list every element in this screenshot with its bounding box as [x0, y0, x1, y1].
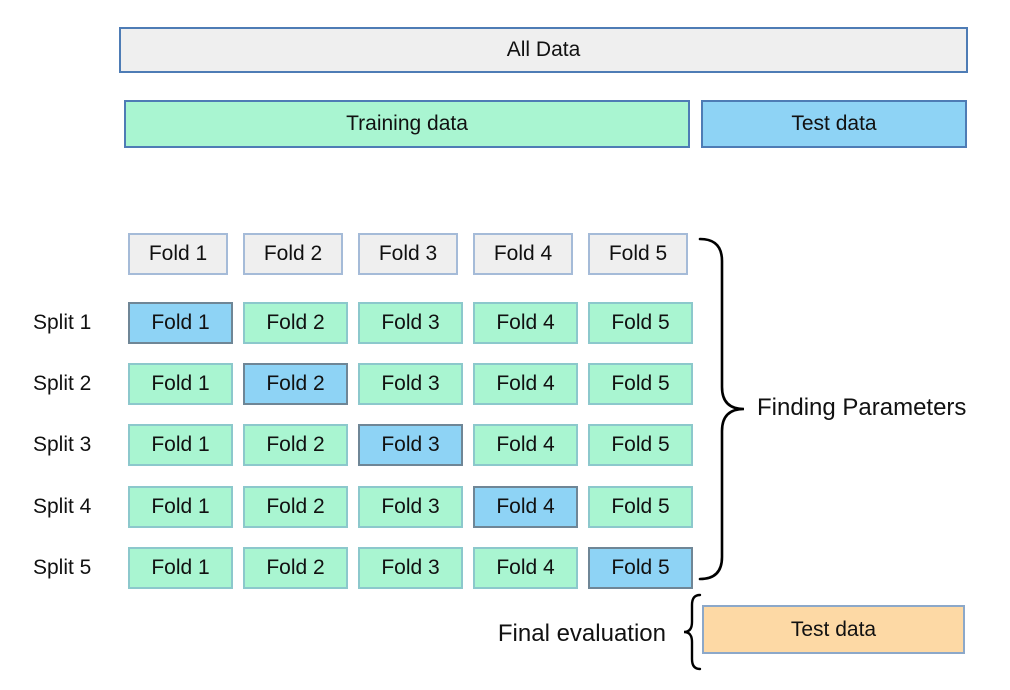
split-1-fold-1-cell: Fold 1: [128, 302, 233, 344]
split-3-row: Fold 1 Fold 2 Fold 3 Fold 4 Fold 5: [128, 424, 693, 466]
fold-header-5: Fold 5: [588, 233, 688, 275]
split-3-fold-4-cell: Fold 4: [473, 424, 578, 466]
fold-header-4: Fold 4: [473, 233, 573, 275]
split-2-row: Fold 1 Fold 2 Fold 3 Fold 4 Fold 5: [128, 363, 693, 405]
split-3-fold-3-cell: Fold 3: [358, 424, 463, 466]
split-4-fold-3-cell: Fold 3: [358, 486, 463, 528]
split-5-fold-3-cell: Fold 3: [358, 547, 463, 589]
final-test-data-label: Test data: [790, 617, 877, 641]
split-5-label: Split 5: [33, 556, 92, 579]
split-4-fold-2-cell: Fold 2: [243, 486, 348, 528]
split-1-fold-4-cell: Fold 4: [473, 302, 578, 344]
finding-parameters-brace: [698, 237, 745, 581]
split-4-fold-4-cell: Fold 4: [473, 486, 578, 528]
test-data-bar: Test data: [701, 100, 967, 148]
split-4-fold-1-cell: Fold 1: [128, 486, 233, 528]
split-2-label: Split 2: [33, 372, 92, 395]
split-3-fold-1-cell: Fold 1: [128, 424, 233, 466]
split-3-label: Split 3: [33, 433, 92, 456]
split-5-fold-2-cell: Fold 2: [243, 547, 348, 589]
all-data-bar: All Data: [119, 27, 968, 73]
split-1-fold-2-cell: Fold 2: [243, 302, 348, 344]
test-data-label: Test data: [791, 112, 877, 135]
split-2-fold-2-cell: Fold 2: [243, 363, 348, 405]
split-4-label: Split 4: [33, 495, 92, 518]
final-evaluation-label: Final evaluation: [497, 620, 666, 647]
finding-parameters-label: Finding Parameters: [757, 394, 967, 421]
split-2-fold-5-cell: Fold 5: [588, 363, 693, 405]
split-4-fold-5-cell: Fold 5: [588, 486, 693, 528]
fold-header-row: Fold 1 Fold 2 Fold 3 Fold 4 Fold 5: [128, 233, 688, 275]
split-3-fold-2-cell: Fold 2: [243, 424, 348, 466]
split-1-label: Split 1: [33, 311, 92, 334]
split-5-row: Fold 1 Fold 2 Fold 3 Fold 4 Fold 5: [128, 547, 693, 589]
fold-header-1: Fold 1: [128, 233, 228, 275]
fold-header-3: Fold 3: [358, 233, 458, 275]
final-evaluation-brace: [683, 593, 702, 671]
fold-header-2: Fold 2: [243, 233, 343, 275]
training-data-label: Training data: [346, 112, 468, 135]
split-4-row: Fold 1 Fold 2 Fold 3 Fold 4 Fold 5: [128, 486, 693, 528]
split-5-fold-1-cell: Fold 1: [128, 547, 233, 589]
split-1-fold-5-cell: Fold 5: [588, 302, 693, 344]
final-test-data-bar: Test data: [702, 605, 965, 654]
split-2-fold-4-cell: Fold 4: [473, 363, 578, 405]
split-2-fold-3-cell: Fold 3: [358, 363, 463, 405]
all-data-label: All Data: [506, 38, 581, 61]
split-3-fold-5-cell: Fold 5: [588, 424, 693, 466]
split-5-fold-4-cell: Fold 4: [473, 547, 578, 589]
split-1-row: Fold 1 Fold 2 Fold 3 Fold 4 Fold 5: [128, 302, 693, 344]
split-2-fold-1-cell: Fold 1: [128, 363, 233, 405]
training-data-bar: Training data: [124, 100, 690, 148]
split-5-fold-5-cell: Fold 5: [588, 547, 693, 589]
split-1-fold-3-cell: Fold 3: [358, 302, 463, 344]
